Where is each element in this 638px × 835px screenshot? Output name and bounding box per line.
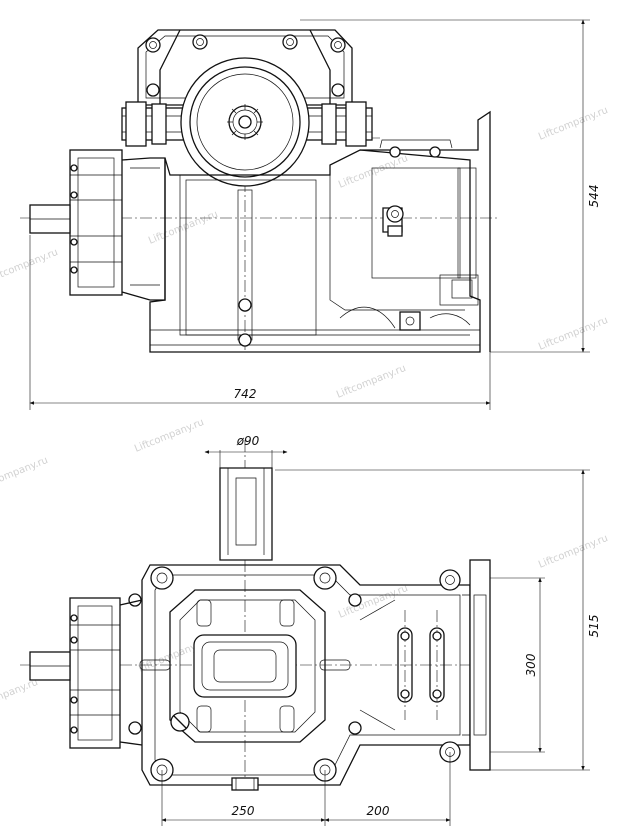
top-view: ø90 [20,434,601,826]
watermark-text: Liftcompany.ru [537,315,610,353]
watermark-text: Liftcompany.ru [335,363,408,401]
dimension-label-height-side: 544 [587,185,601,208]
dimension-label-bolt-span: 300 [524,653,538,676]
watermark-text: Liftcompany.ru [133,417,206,455]
dimension-label-right-spacing: 200 [367,804,390,818]
watermark-text: Liftcompany.ru [337,583,410,621]
watermark-text: Liftcompany.ru [537,105,610,143]
watermark-text: Liftcompany.ru [537,533,610,571]
dimension-label-shaft-diameter: ø90 [236,434,260,448]
dimension-label-length: 742 [234,387,257,401]
side-view: 544 742 [20,19,601,410]
watermark-text: Liftcompany.ru [147,209,220,247]
dimension-label-left-spacing: 250 [232,804,255,818]
watermark-text: Liftcompany.ru [337,153,410,191]
watermark-text: Liftcompany.ru [0,677,40,715]
dimension-label-height-top: 515 [587,615,601,638]
watermark-text: Liftcompany.ru [0,455,50,493]
